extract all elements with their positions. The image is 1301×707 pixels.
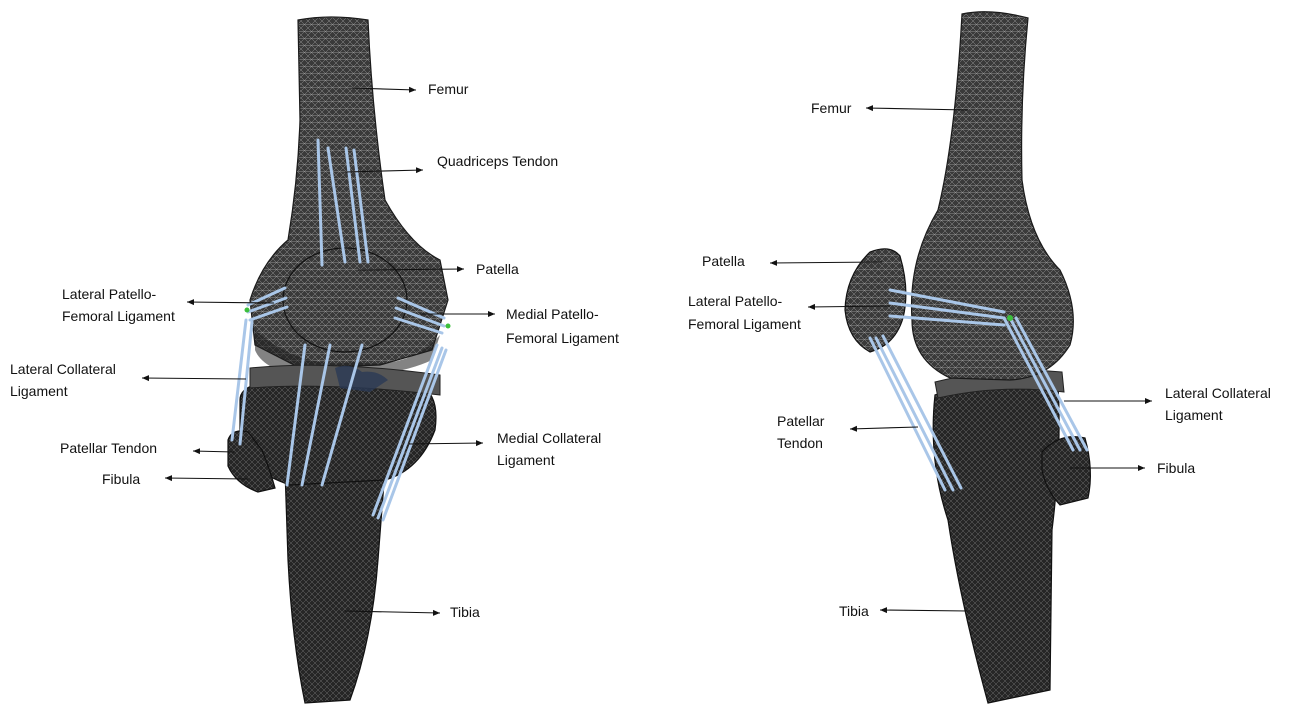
side-tibia-label: Tibia (839, 603, 869, 619)
front-lateral-collateral-arrow (142, 378, 246, 379)
side-femur-label: Femur (811, 100, 852, 116)
side-patella-bone (845, 249, 906, 352)
front-medial-pf-label-2: Femoral Ligament (506, 330, 619, 346)
front-lateral-pf-label-1: Lateral Patello- (62, 286, 157, 302)
front-patellar-tendon-label: Patellar Tendon (60, 440, 157, 456)
side-lateral-collateral-label-1: Lateral Collateral (1165, 385, 1271, 401)
side-femur-arrow (866, 108, 968, 110)
side-tibia-arrow (880, 610, 968, 611)
side-lateral-collateral-label-2: Ligament (1165, 407, 1223, 423)
side-patellar-tendon-label-1: Patellar (777, 413, 825, 429)
front-tibia-label: Tibia (450, 604, 480, 620)
side-fibula-label: Fibula (1157, 460, 1195, 476)
front-fibula-label: Fibula (102, 471, 140, 487)
side-lateral-pf-label-2: Femoral Ligament (688, 316, 801, 332)
front-lateral-collateral-label-2: Ligament (10, 383, 68, 399)
side-patella-label: Patella (702, 253, 745, 269)
side-view: Femur Patella Lateral Patello- Femoral L… (688, 12, 1271, 703)
side-patellar-tendon-label-2: Tendon (777, 435, 823, 451)
front-patella-bone (283, 248, 407, 352)
front-lateral-pf-label-2: Femoral Ligament (62, 308, 175, 324)
side-lateral-pf-label-1: Lateral Patello- (688, 293, 783, 309)
side-attachment-dot (1007, 315, 1013, 321)
front-lateral-attachment-dot (245, 308, 250, 313)
side-patellar-tendon-arrow (850, 427, 918, 429)
front-quadriceps-label: Quadriceps Tendon (437, 153, 558, 169)
front-patella-label: Patella (476, 261, 519, 277)
front-medial-collateral-label-2: Ligament (497, 452, 555, 468)
front-medial-collateral-label-1: Medial Collateral (497, 430, 601, 446)
front-medial-pf-label-1: Medial Patello- (506, 306, 599, 322)
front-view: Femur Quadriceps Tendon Patella Lateral … (10, 17, 619, 703)
front-lateral-collateral-label-1: Lateral Collateral (10, 361, 116, 377)
front-femur-label: Femur (428, 81, 469, 97)
side-tibia-bone (933, 380, 1059, 703)
front-medial-attachment-dot (446, 324, 451, 329)
